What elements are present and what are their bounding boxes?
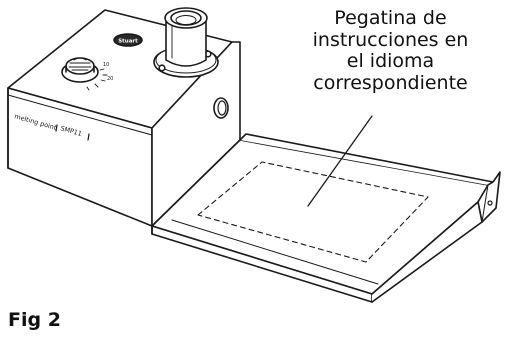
device-side-face [151,41,241,227]
callout-line-3: el idioma [346,50,435,72]
sample-holder [153,7,219,78]
sticker-callout-label: Pegatina de instrucciones en el idioma c… [298,7,483,94]
temperature-dial: 10 20 [61,57,113,91]
figure-caption: Fig 2 [8,309,61,331]
base-tray [151,133,501,303]
callout-line-1: Pegatina de [334,7,447,29]
brand-badge: Stuart [113,33,143,47]
brand-text: Stuart [118,39,138,45]
svg-text:10: 10 [103,62,109,68]
instruction-sticker-area [197,161,429,263]
callout-line-4: correspondiente [313,71,468,94]
callout-line-2: instrucciones en [312,28,469,51]
svg-text:20: 20 [107,76,113,82]
callout-leader-line [307,115,373,207]
side-port [213,97,229,119]
